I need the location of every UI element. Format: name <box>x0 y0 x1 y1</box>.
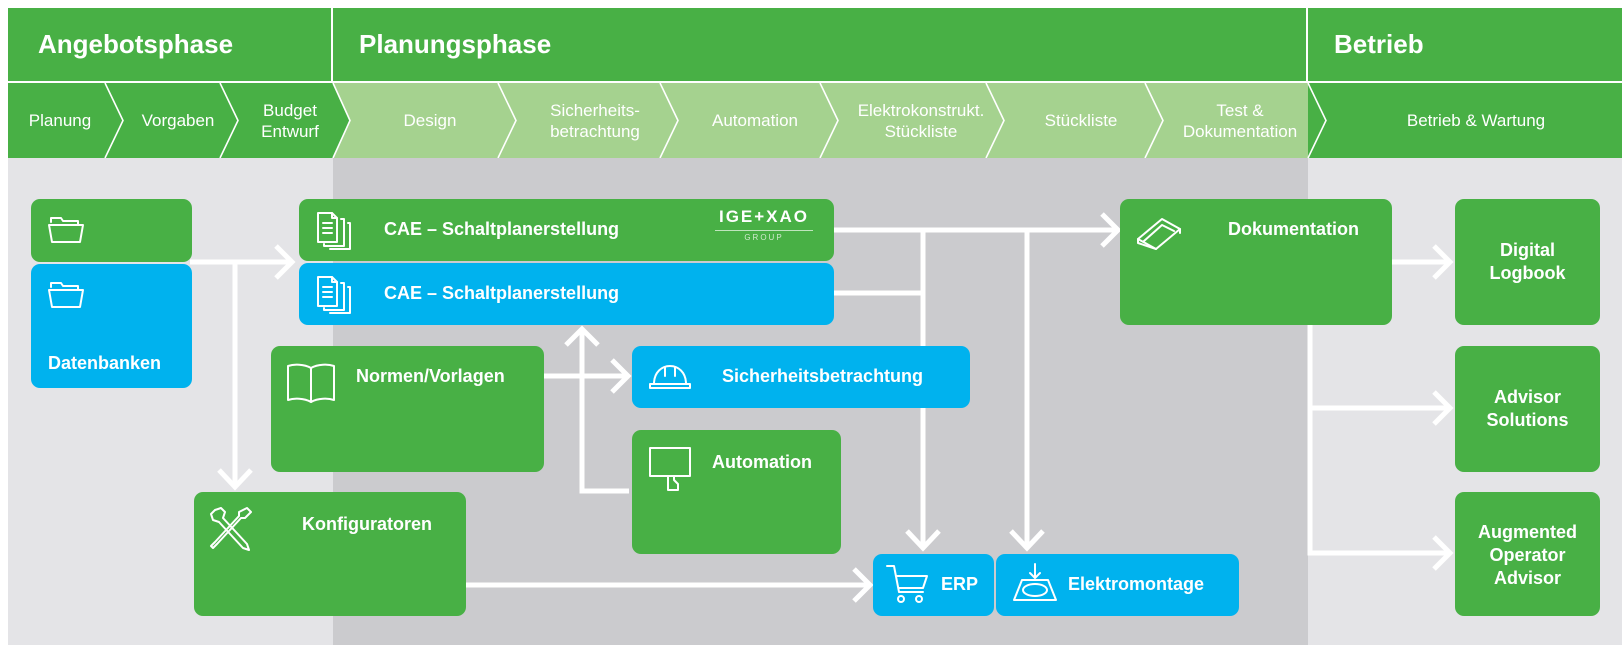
step-vorgaben-label: Vorgaben <box>141 111 215 130</box>
step-design: Design <box>355 83 505 158</box>
sicherheitsbetrachtung-label: Sicherheitsbetrachtung <box>722 366 924 386</box>
cae-blue-label: CAE – Schaltplanerstellung <box>384 283 620 303</box>
dokumentation-box[interactable]: Dokumentation <box>1120 199 1392 325</box>
digital-logbook-label-1: Digital <box>1499 240 1555 260</box>
digital-logbook-box[interactable]: Digital Logbook <box>1455 199 1600 325</box>
closed-book-icon <box>1137 218 1181 250</box>
ige-xao-logo: IGE+XAO GROUP <box>711 207 817 253</box>
step-elektro-label-2: Stückliste <box>884 121 958 141</box>
step-test-dokumentation: Test &Dokumentation <box>1160 83 1320 158</box>
automation-label: Automation <box>712 452 812 472</box>
documents-icon <box>317 212 351 250</box>
tools-icon <box>210 507 252 551</box>
cae-label: CAE – Schaltplanerstellung <box>384 219 620 239</box>
phase-offer: Angebotsphase <box>8 8 331 81</box>
dokumentation-label: Dokumentation <box>1228 219 1360 239</box>
step-vorgaben: Vorgaben <box>126 83 230 158</box>
advisor-label-2: Solutions <box>1486 410 1569 430</box>
logo-name: IGE+XAO <box>718 207 810 226</box>
phase-operation-label: Betrieb <box>1334 29 1424 59</box>
step-budget-label-1: Budget <box>263 100 317 120</box>
phase-planning: Planungsphase <box>333 8 1306 81</box>
step-automation-label: Automation <box>712 111 798 130</box>
step-sicherheit-label-1: Sicherheits- <box>550 100 640 120</box>
folder-icon <box>48 217 84 243</box>
shopping-cart-icon <box>886 565 928 603</box>
step-elektro-label-1: Elektrokonstrukt. <box>857 100 985 120</box>
normen-vorlagen-box[interactable]: Normen/Vorlagen <box>271 346 544 472</box>
augmented-operator-advisor-box[interactable]: Augmented Operator Advisor <box>1455 492 1600 616</box>
folder-box-green[interactable] <box>31 199 192 262</box>
datenbanken-box[interactable]: Datenbanken <box>31 264 192 388</box>
elektromontage-label: Elektromontage <box>1068 574 1205 594</box>
folder-icon <box>48 282 84 308</box>
datenbanken-label: Datenbanken <box>48 353 162 373</box>
step-planung-label: Planung <box>28 111 92 130</box>
step-sicherheit-label-2: betrachtung <box>550 121 640 141</box>
augmented-label-3: Advisor <box>1493 568 1562 588</box>
step-sicherheitsbetrachtung: Sicherheits-betrachtung <box>520 83 670 158</box>
logo-group: GROUP <box>744 233 784 242</box>
cae-schaltplanerstellung-blue-box[interactable]: CAE – Schaltplanerstellung <box>299 263 834 325</box>
augmented-label-2: Operator <box>1489 545 1566 565</box>
cae-schaltplanerstellung-box[interactable]: CAE – Schaltplanerstellung IGE+XAO GROUP <box>299 199 834 261</box>
konfiguratoren-label: Konfiguratoren <box>302 514 432 534</box>
step-test-label-2: Dokumentation <box>1182 121 1298 141</box>
step-automation: Automation <box>680 83 830 158</box>
documents-icon <box>317 276 351 314</box>
safety-helmet-icon <box>649 365 691 389</box>
monitor-icon <box>649 447 691 491</box>
digital-logbook-label-2: Logbook <box>1489 263 1566 283</box>
normen-label: Normen/Vorlagen <box>356 366 505 386</box>
erp-box[interactable]: ERP <box>873 554 994 616</box>
step-design-label: Design <box>403 111 457 130</box>
advisor-solutions-box[interactable]: Advisor Solutions <box>1455 346 1600 472</box>
process-steps-bar <box>8 83 1622 158</box>
step-stueckliste-label: Stückliste <box>1044 111 1118 130</box>
phase-offer-label: Angebotsphase <box>38 29 234 59</box>
step-stueckliste: Stückliste <box>1006 83 1156 158</box>
step-betrieb-wartung: Betrieb & Wartung <box>1330 83 1622 158</box>
automation-box[interactable]: Automation <box>632 430 841 554</box>
phase-operation: Betrieb <box>1308 8 1622 81</box>
sicherheitsbetrachtung-box[interactable]: Sicherheitsbetrachtung <box>632 346 970 408</box>
step-budget-label-2: Entwurf <box>261 121 319 141</box>
phase-planning-label: Planungsphase <box>359 29 552 59</box>
konfiguratoren-box[interactable]: Konfiguratoren <box>194 492 466 616</box>
step-planung: Planung <box>10 83 110 158</box>
step-elektrokonstruktion: Elektrokonstrukt.Stückliste <box>836 83 1006 158</box>
augmented-label-1: Augmented <box>1478 522 1577 542</box>
step-betrieb-label: Betrieb & Wartung <box>1406 111 1546 130</box>
erp-label: ERP <box>941 574 979 594</box>
elektromontage-box[interactable]: Elektromontage <box>996 554 1239 616</box>
step-test-label-1: Test & <box>1216 100 1264 120</box>
open-book-icon <box>287 363 335 403</box>
assembly-icon <box>1013 563 1057 601</box>
advisor-label-1: Advisor <box>1493 387 1562 407</box>
